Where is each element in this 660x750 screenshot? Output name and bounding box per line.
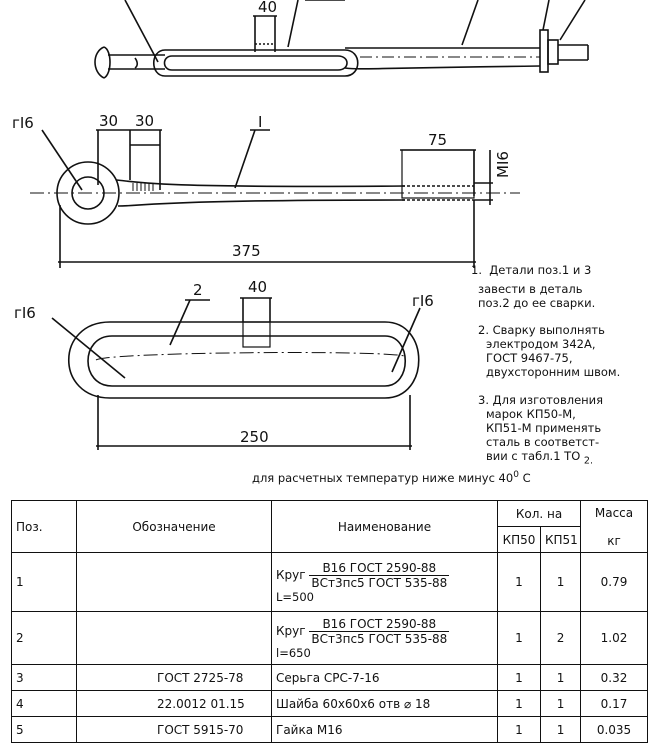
specification-table: Поз. Обозначение Наименование Кол. на Ма…	[11, 500, 649, 743]
header-designation: Обозначение	[76, 500, 272, 553]
row-name-fraction: В16 ГОСТ 2590-88 ВСт3пс5 ГОСТ 535-88	[309, 617, 450, 646]
header-kp51: КП51	[539, 526, 582, 553]
row-pos: 4	[11, 690, 77, 717]
radius-label-pos2-right: гI6	[412, 292, 434, 310]
row-name: Гайка М16	[271, 716, 498, 743]
row-designation	[76, 552, 272, 612]
row-kp51: 1	[539, 716, 582, 743]
row-kp50: 1	[497, 664, 541, 691]
row-name-numerator: В16 ГОСТ 2590-88	[309, 617, 450, 632]
row-name: Шайба 60х60х6 отв ⌀ 18	[271, 690, 498, 717]
row-name: Серьга СРС-7-16	[271, 664, 498, 691]
temperature-note: для расчетных температур ниже минус 400 …	[252, 470, 531, 485]
note-3-line-1: 3. Для изготовления	[478, 393, 604, 407]
note-1-line-2: завести в деталь	[478, 282, 583, 296]
row-mass: 0.32	[580, 664, 649, 691]
note-3-line-5: вии с табл.1 ТО 2.	[486, 449, 593, 468]
table-row: 1 Круг В16 ГОСТ 2590-88 ВСт3пс5 ГОСТ 535…	[11, 552, 649, 612]
row-pos: 5	[11, 716, 77, 743]
row-pos: 3	[11, 664, 77, 691]
table-row: 5 ГОСТ 5915-70 Гайка М16 1 1 0.035	[11, 716, 649, 743]
row-pos: 1	[11, 552, 77, 612]
temperature-degree: 0	[513, 470, 519, 480]
note-3-line-3: КП51-М применять	[486, 421, 602, 435]
position-label-2: 2	[193, 281, 203, 299]
note-3-subscript: 2.	[583, 455, 594, 467]
row-name-length: L=500	[276, 589, 314, 604]
note-1-line-1: 1. Детали поз.1 и 3	[471, 263, 592, 277]
dim-75: 75	[428, 131, 447, 149]
radius-label-pos1: гI6	[12, 114, 34, 132]
row-name-prefix: Круг	[276, 623, 306, 638]
dim-250: 250	[240, 428, 269, 446]
note-2-line-1: 2. Сварку выполнять	[478, 323, 605, 337]
note-2-line-3: ГОСТ 9467-75,	[486, 351, 573, 365]
header-kp50: КП50	[497, 526, 541, 553]
header-mass-unit: кг	[607, 533, 621, 548]
row-mass: 0.17	[580, 690, 649, 717]
dim-top-40: 40	[258, 0, 277, 16]
note-2-line-4: двухсторонним швом.	[486, 365, 621, 379]
row-designation: 22.0012 01.15	[76, 690, 272, 717]
header-pos: Поз.	[11, 500, 77, 553]
row-kp51: 1	[539, 690, 582, 717]
row-pos: 2	[11, 611, 77, 665]
row-kp50: 1	[497, 690, 541, 717]
temperature-unit: С	[522, 470, 531, 485]
radius-label-pos2-left: гI6	[14, 304, 36, 322]
row-mass: 0.79	[580, 552, 649, 612]
position-label-1: I	[258, 113, 262, 131]
table-row: 3 ГОСТ 2725-78 Серьга СРС-7-16 1 1 0.32	[11, 664, 649, 691]
note-1-line-3: поз.2 до ее сварки.	[478, 296, 596, 310]
row-kp50: 1	[497, 552, 541, 612]
header-qty: Кол. на	[496, 500, 582, 527]
row-name: Круг В16 ГОСТ 2590-88 ВСт3пс5 ГОСТ 535-8…	[271, 552, 498, 612]
table-row: 2 Круг В16 ГОСТ 2590-88 ВСт3пс5 ГОСТ 535…	[11, 611, 649, 665]
row-designation: ГОСТ 5915-70	[76, 716, 272, 743]
row-designation: ГОСТ 2725-78	[76, 664, 272, 691]
header-mass: Масса кг	[580, 500, 649, 553]
row-mass: 0.035	[580, 716, 649, 743]
row-kp50: 1	[497, 716, 541, 743]
note-3-line-2: марок КП50-М,	[486, 407, 576, 421]
dim-30-second: 30	[135, 112, 154, 130]
header-name: Наименование	[271, 500, 498, 553]
row-kp51: 1	[539, 664, 582, 691]
dim-30-first: 30	[99, 112, 118, 130]
row-designation	[76, 611, 272, 665]
dim-40: 40	[248, 278, 267, 296]
row-kp50: 1	[497, 611, 541, 665]
temperature-note-text: для расчетных температур ниже минус 40	[252, 470, 514, 485]
header-mass-label: Масса	[594, 505, 634, 520]
row-mass: 1.02	[580, 611, 649, 665]
table-header-row: Поз. Обозначение Наименование Кол. на Ма…	[11, 500, 649, 553]
row-kp51: 1	[539, 552, 582, 612]
detail-pos-1	[30, 129, 520, 268]
thread-m16-label: MI6	[494, 151, 512, 178]
row-name-denominator: ВСт3пс5 ГОСТ 535-88	[311, 575, 448, 590]
table-row: 4 22.0012 01.15 Шайба 60х60х6 отв ⌀ 18 1…	[11, 690, 649, 717]
row-name-numerator: В16 ГОСТ 2590-88	[309, 561, 450, 576]
note-3-line-5-text: вии с табл.1 ТО	[486, 449, 581, 463]
note-3-line-4: сталь в соответст-	[486, 435, 600, 449]
table-subheader-row: КП50 КП51	[12, 526, 648, 553]
row-name-fraction: В16 ГОСТ 2590-88 ВСт3пс5 ГОСТ 535-88	[309, 561, 450, 590]
row-name-prefix: Круг	[276, 567, 306, 582]
row-name: Круг В16 ГОСТ 2590-88 ВСт3пс5 ГОСТ 535-8…	[271, 611, 498, 665]
assembly-view	[94, 0, 589, 79]
dim-375: 375	[232, 242, 261, 260]
detail-pos-2	[51, 297, 421, 450]
row-name-denominator: ВСт3пс5 ГОСТ 535-88	[311, 631, 448, 646]
note-2-line-2: электродом 342А,	[486, 337, 596, 351]
row-kp51: 2	[539, 611, 582, 665]
row-name-length: l=650	[276, 645, 311, 660]
